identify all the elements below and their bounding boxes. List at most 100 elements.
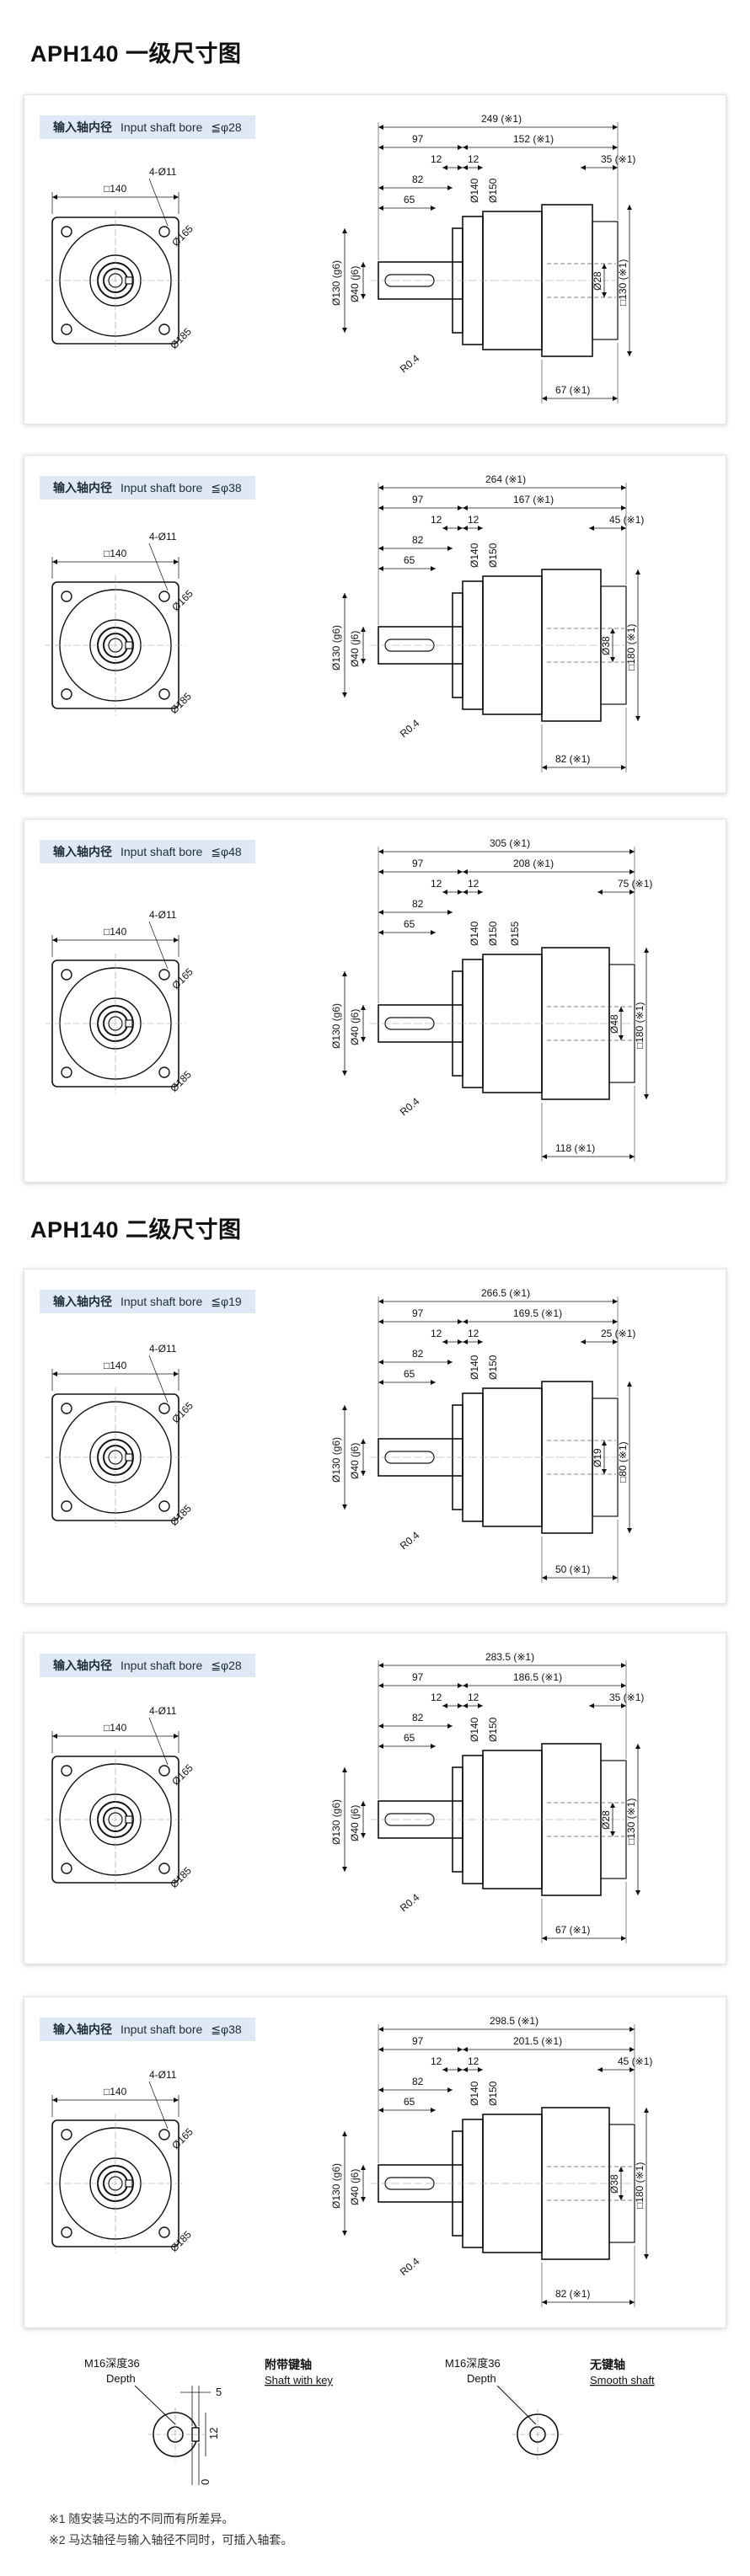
d12b-label: 12: [468, 514, 479, 526]
d97-label: 97: [412, 1307, 424, 1319]
diagonal-label: Ø185: [168, 1068, 194, 1094]
d12b-label: 12: [468, 153, 479, 165]
adapter-square-label: □130 (※1): [617, 259, 629, 306]
d12a-label: 12: [431, 1692, 442, 1703]
bore-diameter-label: Ø19: [592, 1448, 603, 1467]
mount-hole: [158, 2129, 170, 2140]
rear-length-label: 169.5 (※1): [513, 1307, 562, 1319]
mount-hole: [61, 2226, 72, 2238]
total-length-label: 298.5 (※1): [490, 2015, 538, 2027]
d82-label: 82: [412, 1712, 424, 1724]
bore-diameter-label: Ø38: [608, 2174, 620, 2194]
diagonal-label: Ø185: [168, 1864, 194, 1890]
end-length-label: 35 (※1): [609, 1692, 644, 1703]
bore-value: ≦φ38: [211, 481, 242, 494]
bore-value: ≦φ19: [211, 1295, 242, 1308]
d40-label: Ø40 (j6): [349, 2169, 361, 2205]
d140-label: Ø140: [469, 1717, 480, 1742]
rear-length-label: 152 (※1): [513, 133, 554, 145]
holes-label: 4-Ø11: [149, 1705, 177, 1717]
d140-label: Ø140: [469, 542, 480, 568]
adapter-square-label: □130 (※1): [625, 1798, 637, 1845]
mount-hole: [61, 2129, 72, 2140]
d12b-label: 12: [468, 1328, 479, 1339]
flange-size-label: □140: [104, 183, 127, 195]
d150-label: Ø150: [487, 1717, 499, 1742]
mount-hole: [158, 969, 170, 981]
bore-label-cn: 输入轴内径: [53, 845, 112, 858]
mount-hole: [158, 688, 170, 700]
d12a-label: 12: [431, 1328, 442, 1339]
mount-hole: [158, 323, 170, 335]
d12a-label: 12: [431, 878, 442, 890]
thread-label-smooth: M16深度36: [445, 2357, 501, 2370]
bore-value: ≦φ28: [211, 1659, 242, 1672]
pcd-label: Ø165: [169, 1399, 196, 1425]
diagonal-label: Ø185: [168, 690, 194, 716]
pcd-label: Ø165: [169, 587, 196, 613]
d12b-label: 12: [468, 1692, 479, 1703]
keyed-title-cn: 附带键轴: [265, 2358, 312, 2371]
keyed-title-en: Shaft with key: [265, 2374, 333, 2386]
mount-hole: [158, 591, 170, 602]
radius-label: R0.4: [398, 717, 422, 740]
radius-label: R0.4: [398, 1095, 422, 1118]
bore-label-en: Input shaft bore: [121, 2023, 203, 2036]
radius-label: R0.4: [398, 352, 422, 375]
end-length-label: 35 (※1): [601, 153, 635, 165]
shaft-detail-drawings: M16深度36 Depth 5 12 0 附带键轴 Shaft with key…: [84, 2357, 655, 2485]
bore-value: ≦φ38: [211, 2023, 242, 2036]
mount-hole: [61, 323, 72, 335]
d150-label: Ø150: [487, 2081, 499, 2106]
bore-diameter-label: Ø28: [600, 1810, 612, 1830]
mount-hole: [61, 591, 72, 602]
end-length-label: 75 (※1): [618, 878, 652, 890]
d130-label: Ø130 (g6): [330, 625, 342, 671]
bottom-length-label: 118 (※1): [555, 1142, 595, 1154]
d65-label: 65: [404, 918, 415, 930]
diagonal-label: Ø185: [168, 1502, 194, 1528]
pcd-label: Ø165: [169, 222, 196, 249]
rear-length-label: 201.5 (※1): [513, 2035, 562, 2047]
d12a-label: 12: [431, 2055, 442, 2067]
keyed-shaft-detail: M16深度36 Depth 5 12 0 附带键轴 Shaft with key: [84, 2357, 333, 2485]
bore-label-en: Input shaft bore: [121, 1295, 203, 1308]
holes-label: 4-Ø11: [149, 166, 177, 178]
flange-size-label: □140: [104, 2086, 127, 2098]
d12b-label: 12: [468, 878, 479, 890]
d65-label: 65: [404, 194, 415, 206]
adapter-square-label: □80 (※1): [617, 1441, 629, 1483]
d150-label: Ø150: [487, 178, 499, 203]
d150-label: Ø150: [487, 921, 499, 946]
rear-length-label: 167 (※1): [513, 494, 554, 505]
end-length-label: 45 (※1): [618, 2055, 652, 2067]
holes-label: 4-Ø11: [149, 909, 177, 921]
radius-label: R0.4: [398, 2255, 422, 2278]
key-zero-label: 0: [199, 2479, 212, 2485]
total-length-label: 305 (※1): [490, 837, 530, 849]
d130-label: Ø130 (g6): [330, 1437, 342, 1483]
bore-value: ≦φ28: [211, 120, 242, 134]
d140-label: Ø140: [469, 921, 480, 946]
d82-label: 82: [412, 898, 424, 910]
mount-hole: [158, 1403, 170, 1414]
flange-size-label: □140: [104, 1360, 127, 1371]
mount-hole: [158, 1765, 170, 1777]
